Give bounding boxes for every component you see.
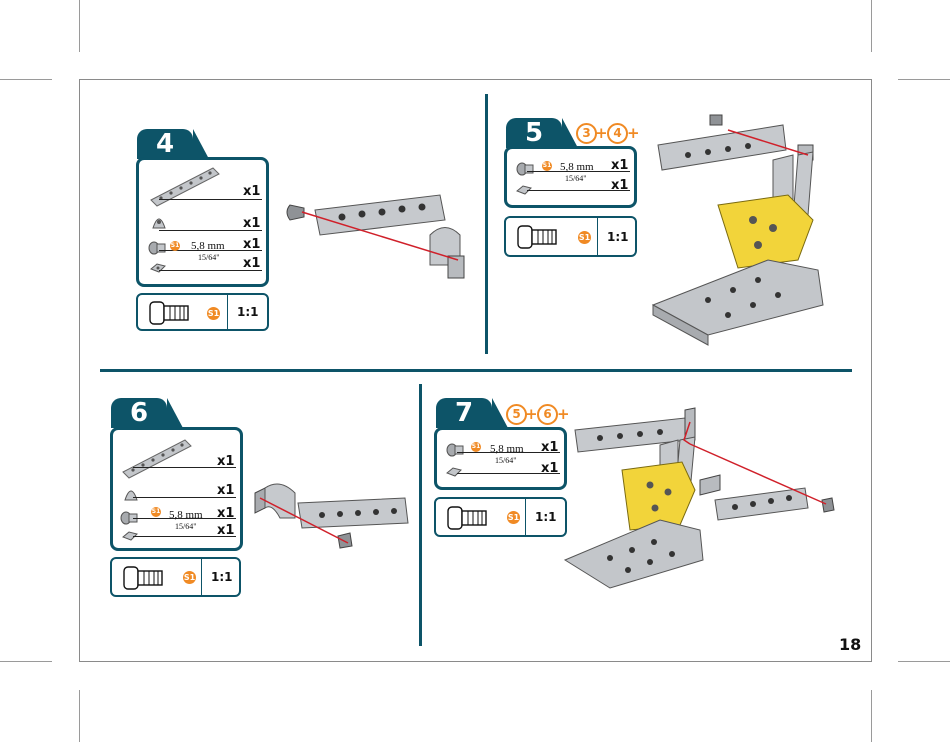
screw-icon — [516, 224, 560, 250]
bracket-part-icon — [153, 219, 165, 228]
quantity-label: x1 — [217, 506, 234, 521]
s1-badge: S1 — [183, 571, 196, 584]
plus-sign: + — [595, 124, 608, 142]
combine-step-badge: 6 — [537, 404, 558, 425]
quantity-label: x1 — [611, 178, 628, 193]
length-mm: 5,8 mm — [191, 241, 225, 252]
s1-badge: S1 — [170, 241, 180, 251]
screw-part-icon — [149, 242, 165, 254]
screw-ratio-box: S1 1:1 — [434, 497, 567, 537]
crop-mark — [79, 0, 80, 52]
plus-sign: + — [627, 124, 640, 142]
quantity-label: x1 — [217, 483, 234, 498]
s1-badge: S1 — [471, 442, 481, 452]
page-number: 18 — [839, 635, 861, 654]
length-inch: 15/64" — [565, 174, 587, 183]
crop-mark — [871, 0, 872, 52]
s1-badge: S1 — [207, 307, 220, 320]
quantity-label: x1 — [243, 216, 260, 231]
screw-ratio-box: S1 1:1 — [504, 216, 637, 257]
strip-part-icon — [123, 440, 191, 478]
ratio-label: 1:1 — [607, 230, 629, 244]
screw-part-icon — [447, 444, 463, 456]
step-number-badge: 7 — [436, 398, 492, 428]
screw-icon — [446, 505, 490, 531]
length-mm: 5,8 mm — [490, 444, 524, 455]
step-6-assembly-illustration — [250, 478, 410, 553]
combine-step-badge: 4 — [607, 123, 628, 144]
s1-badge: S1 — [578, 231, 591, 244]
strip-part-icon — [151, 168, 219, 206]
divider-horizontal — [100, 369, 852, 372]
ratio-divider — [525, 499, 526, 535]
bracket-part-icon — [125, 491, 137, 500]
quantity-label: x1 — [243, 184, 260, 199]
ratio-label: 1:1 — [535, 510, 557, 524]
quantity-label: x1 — [243, 237, 260, 252]
crop-mark — [898, 661, 950, 662]
crop-mark — [898, 79, 950, 80]
step-number-badge: 4 — [137, 129, 193, 159]
step-4-assembly-illustration — [280, 190, 480, 285]
combine-step-badge: 3 — [576, 123, 597, 144]
crop-mark — [79, 690, 80, 742]
crop-mark — [0, 79, 52, 80]
quantity-label: x1 — [217, 454, 234, 469]
s1-badge: S1 — [507, 511, 520, 524]
parts-list-box: x1 x1 x1 x1 S1 5,8 mm 15/64" — [136, 157, 269, 287]
ratio-divider — [201, 559, 202, 595]
nut-part-icon — [447, 468, 461, 476]
screw-part-icon — [517, 163, 533, 175]
quantity-label: x1 — [541, 461, 558, 476]
length-inch: 15/64" — [175, 522, 197, 531]
length-inch: 15/64" — [198, 253, 220, 262]
step-number-badge: 5 — [506, 118, 562, 148]
ratio-divider — [227, 295, 228, 329]
plus-sign: + — [525, 405, 538, 423]
screw-icon — [122, 565, 166, 591]
screw-ratio-box: S1 1:1 — [136, 293, 269, 331]
parts-list-box: x1 x1 x1 x1 S1 5,8 mm 15/64" — [110, 427, 243, 551]
step-5-assembly-illustration — [648, 110, 833, 350]
divider-vertical-bottom — [419, 384, 422, 646]
step-7-assembly-illustration — [560, 400, 840, 595]
ratio-label: 1:1 — [211, 570, 233, 584]
quantity-label: x1 — [217, 523, 234, 538]
ratio-divider — [597, 218, 598, 255]
length-mm: 5,8 mm — [169, 510, 203, 521]
divider-vertical-top — [485, 94, 488, 354]
length-mm: 5,8 mm — [560, 162, 594, 173]
ratio-label: 1:1 — [237, 305, 259, 319]
length-inch: 15/64" — [495, 456, 517, 465]
step-number-badge: 6 — [111, 398, 167, 428]
guide-line — [159, 199, 262, 200]
s1-badge: S1 — [151, 507, 161, 517]
quantity-label: x1 — [611, 158, 628, 173]
s1-badge: S1 — [542, 161, 552, 171]
quantity-label: x1 — [541, 440, 558, 455]
combine-step-badge: 5 — [506, 404, 527, 425]
crop-mark — [0, 661, 52, 662]
crop-mark — [871, 690, 872, 742]
parts-list-box: x1 x1 S1 5,8 mm 15/64" — [434, 427, 567, 490]
screw-icon — [148, 300, 192, 326]
parts-list-box: x1 x1 S1 5,8 mm 15/64" — [504, 146, 637, 208]
screw-ratio-box: S1 1:1 — [110, 557, 241, 597]
quantity-label: x1 — [243, 256, 260, 271]
